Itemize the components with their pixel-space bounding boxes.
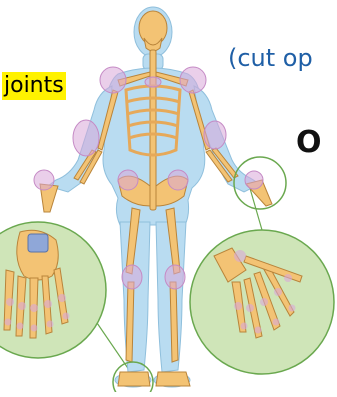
- foot-inset: [0, 222, 106, 358]
- cut-open-label: (cut op: [228, 43, 313, 73]
- hand-inset: [190, 230, 334, 374]
- joints-label: joints: [2, 72, 66, 100]
- o-letter-label: O: [296, 126, 322, 160]
- highlighted-joint-square: [28, 234, 48, 252]
